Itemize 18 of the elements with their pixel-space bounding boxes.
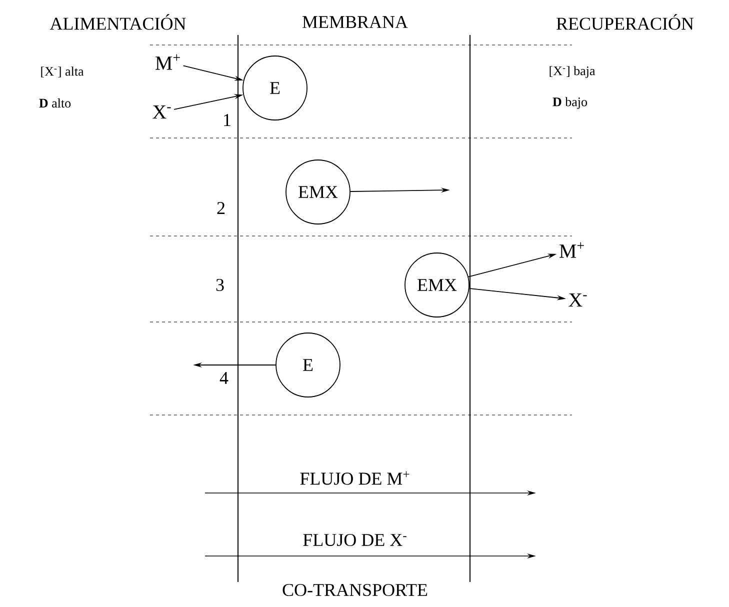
ion-label: M$^{+}$ — [156, 54, 180, 70]
step-number: 1 — [224, 114, 230, 126]
condition-label: [X$^{-}$] baja — [550, 66, 596, 78]
ion-label: X$^{-}$ — [152, 105, 171, 119]
column-heading: RECUPERACIÓN — [556, 14, 694, 30]
flow-label: FLUJO DE M$^{+}$ — [300, 471, 410, 485]
ion-label: M$^{+}$ — [560, 242, 584, 258]
column-heading: ALIMENTACIÓN — [50, 14, 186, 30]
condition-label: [X$^{-}$] alta — [41, 66, 84, 78]
flow-label: FLUJO DE X$^{-}$ — [303, 534, 406, 546]
step-number: 4 — [220, 372, 228, 384]
condition-label: D alto — [39, 98, 71, 108]
caption: CO-TRANSPORTE — [282, 584, 428, 596]
condition-label: D bajo — [552, 97, 588, 109]
step-number: 2 — [217, 202, 225, 214]
ion-label: X$^{-}$ — [568, 293, 587, 307]
column-heading: MEMBRANA — [302, 16, 408, 28]
step-number: 3 — [216, 278, 224, 292]
